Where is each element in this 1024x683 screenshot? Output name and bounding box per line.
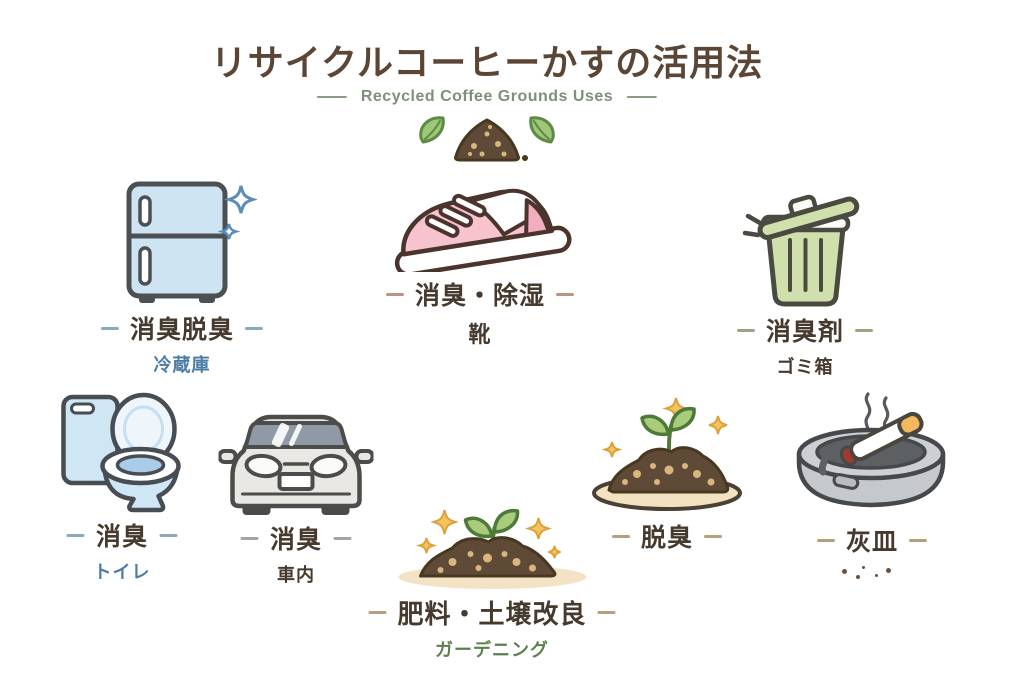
coffee-grounds-icon	[419, 116, 555, 162]
label-dash	[368, 611, 387, 614]
sneaker-icon	[394, 188, 572, 277]
label-dash	[736, 328, 755, 332]
use-label: 消臭・除湿	[414, 282, 545, 310]
use-label-row: 肥料・土壌改良	[368, 594, 616, 631]
trash-can-icon	[742, 194, 859, 307]
label-dash	[597, 611, 616, 614]
item-trash-can: 消臭剤 ゴミ箱	[736, 172, 874, 379]
item-grounds-plate: 脱臭	[587, 394, 747, 554]
target-label: 靴	[468, 322, 492, 347]
page-subtitle: Recycled Coffee Grounds Uses	[360, 88, 614, 105]
use-label: 消臭	[95, 523, 148, 551]
label-dash	[333, 536, 351, 540]
use-label: 消臭剤	[765, 318, 845, 346]
target-label: ガーデニング	[434, 640, 549, 660]
label-dash	[66, 533, 85, 537]
item-gardening: 肥料・土壌改良 ガーデニング	[368, 496, 616, 662]
use-label: 消臭脱臭	[129, 316, 235, 344]
refrigerator-icon	[126, 181, 259, 303]
label-dash	[611, 534, 630, 538]
label-dash	[385, 292, 404, 296]
use-label-row: 消臭脱臭	[100, 310, 264, 346]
label-dash	[100, 326, 119, 330]
subtitle-left-dash	[316, 96, 347, 98]
use-label: 肥料・土壌改良	[397, 599, 587, 629]
soil-plate-icon	[592, 397, 742, 511]
item-toilet: 消臭 トイレ	[60, 389, 185, 584]
hero-item	[412, 106, 562, 162]
item-refrigerator: 消臭脱臭 冷蔵庫	[100, 180, 264, 377]
use-label: 灰皿	[845, 528, 898, 556]
use-label-row: 脱臭	[611, 518, 722, 554]
use-label-row: 消臭	[240, 520, 351, 556]
label-dash	[816, 538, 835, 542]
label-dash	[909, 538, 927, 542]
use-label: 消臭	[269, 526, 322, 554]
target-label: 冷蔵庫	[153, 355, 211, 375]
car-icon	[217, 414, 375, 515]
item-ashtray: 灰皿	[782, 390, 962, 584]
use-label-row: 灰皿	[816, 522, 927, 558]
use-label-row: 消臭・除湿	[385, 276, 574, 312]
sparkle-icon	[415, 509, 561, 559]
target-label: トイレ	[93, 562, 151, 582]
label-dash	[159, 533, 177, 537]
ashtray-icon	[796, 392, 946, 508]
sparkle-icon	[223, 185, 259, 214]
label-dash	[240, 536, 259, 540]
sparkle-icon	[217, 223, 241, 240]
ash-dots-icon	[842, 566, 902, 584]
label-dash	[704, 534, 722, 538]
subtitle-right-dash	[627, 96, 658, 98]
soil-sprout-icon	[397, 508, 586, 589]
use-label-row: 消臭	[66, 517, 177, 553]
motion-lines-icon	[742, 213, 762, 238]
use-label-row: 消臭剤	[736, 312, 874, 348]
target-label: 車内	[277, 565, 315, 585]
page-subtitle-row: Recycled Coffee Grounds Uses	[316, 88, 658, 106]
item-shoe: 消臭・除湿 靴	[385, 186, 575, 349]
toilet-icon	[61, 392, 181, 513]
cigarette-icon	[839, 412, 924, 466]
label-dash	[245, 326, 264, 330]
page-title: リサイクルコーヒーかすの活用法	[210, 42, 764, 83]
target-label: ゴミ箱	[776, 357, 834, 377]
label-dash	[855, 328, 874, 332]
item-car: 消臭 車内	[217, 404, 375, 587]
use-label: 脱臭	[640, 524, 693, 552]
label-dash	[556, 292, 574, 296]
